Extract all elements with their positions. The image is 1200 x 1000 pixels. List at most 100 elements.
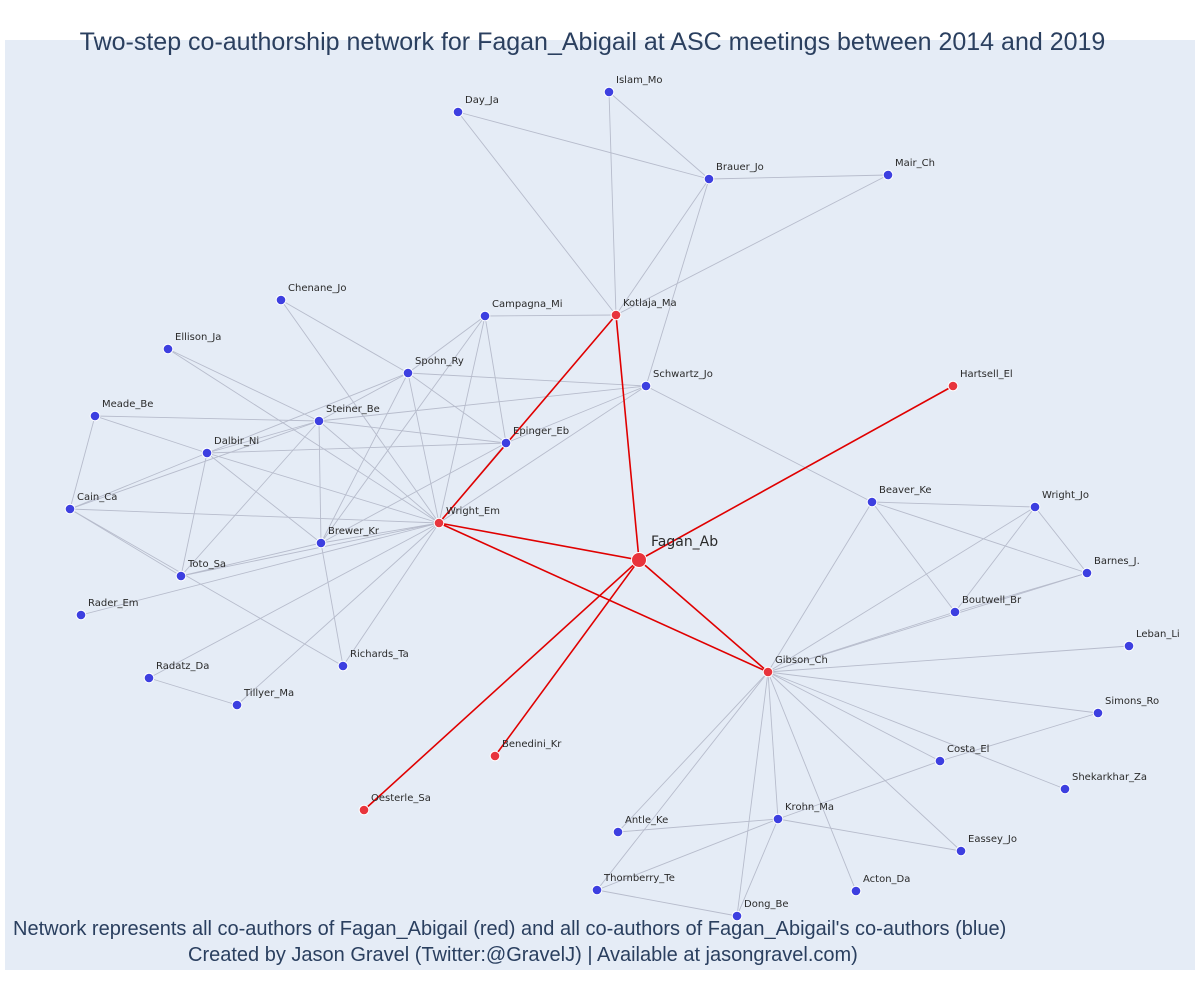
node-Hartsell_El[interactable]	[947, 380, 959, 392]
node-Kotlaja_Ma[interactable]	[610, 309, 622, 321]
node-label-Tillyer_Ma: Tillyer_Ma	[243, 688, 294, 699]
node-Richards_Ta[interactable]	[337, 660, 349, 672]
node-label-Kotlaja_Ma: Kotlaja_Ma	[623, 298, 677, 309]
node-Tillyer_Ma[interactable]	[231, 699, 243, 711]
edge-Gibson_Ch-Dong_Be	[736, 671, 769, 917]
node-label-Fagan_Ab: Fagan_Ab	[651, 534, 718, 550]
edge-Spohn_Ry-Epinger_Eb	[407, 372, 507, 444]
node-Epinger_Eb[interactable]	[500, 437, 512, 449]
edge-Spohn_Ry-Steiner_Be	[318, 372, 409, 422]
edge-Rader_Em-Wright_Em	[80, 522, 440, 616]
edge-Chenane_Jo-Wright_Em	[280, 299, 440, 524]
edge-Spohn_Ry-Wright_Em	[407, 372, 440, 524]
node-Eassey_Jo[interactable]	[955, 845, 967, 857]
node-Leban_Li[interactable]	[1123, 640, 1135, 652]
edge-Cain_Ca-Wright_Em	[69, 508, 440, 524]
node-Meade_Be[interactable]	[89, 410, 101, 422]
node-Thornberry_Te[interactable]	[591, 884, 603, 896]
node-Costa_El[interactable]	[934, 755, 946, 767]
edge-Campagna_Mi-Epinger_Eb	[484, 315, 507, 444]
edge-Islam_Mo-Brauer_Jo	[608, 91, 710, 180]
node-Schwartz_Jo[interactable]	[640, 380, 652, 392]
edge-Campagna_Mi-Wright_Em	[438, 315, 486, 524]
node-Krohn_Ma[interactable]	[772, 813, 784, 825]
edge-Wright_Jo-Boutwell_Br	[954, 506, 1036, 613]
node-label-Steiner_Be: Steiner_Be	[326, 404, 380, 415]
node-label-Boutwell_Br: Boutwell_Br	[962, 595, 1022, 606]
node-label-Hartsell_El: Hartsell_El	[960, 369, 1013, 380]
edge-Gibson_Ch-Barnes_J.	[767, 572, 1088, 673]
edge-Kotlaja_Ma-Campagna_Mi	[484, 314, 617, 317]
edge-Fagan_Ab-Wright_Em	[438, 522, 640, 561]
node-label-Schwartz_Jo: Schwartz_Jo	[653, 369, 713, 380]
node-Ellison_Ja[interactable]	[162, 343, 174, 355]
edge-Ellison_Ja-Wright_Em	[167, 348, 440, 524]
edge-Fagan_Ab-Hartsell_El	[638, 385, 954, 561]
node-label-Campagna_Mi: Campagna_Mi	[492, 299, 563, 310]
node-Wright_Jo[interactable]	[1029, 501, 1041, 513]
node-Antle_Ke[interactable]	[612, 826, 624, 838]
node-label-Costa_El: Costa_El	[947, 744, 989, 755]
node-Brauer_Jo[interactable]	[703, 173, 715, 185]
node-label-Chenane_Jo: Chenane_Jo	[288, 283, 347, 294]
edge-Fagan_Ab-Kotlaja_Ma	[615, 314, 640, 561]
edge-Steiner_Be-Epinger_Eb	[318, 420, 507, 444]
edge-Kotlaja_Ma-Wright_Em	[438, 314, 617, 524]
node-Benedini_Kr[interactable]	[489, 750, 501, 762]
node-label-Islam_Mo: Islam_Mo	[616, 75, 663, 86]
node-Barnes_J.[interactable]	[1081, 567, 1093, 579]
node-Radatz_Da[interactable]	[143, 672, 155, 684]
node-Dong_Be[interactable]	[731, 910, 743, 922]
edge-Kotlaja_Ma-Mair_Ch	[615, 174, 889, 316]
node-Simons_Ro[interactable]	[1092, 707, 1104, 719]
node-Islam_Mo[interactable]	[603, 86, 615, 98]
node-label-Shekarkhar_Za: Shekarkhar_Za	[1072, 772, 1147, 783]
edge-Beaver_Ke-Boutwell_Br	[871, 501, 956, 613]
node-Gibson_Ch[interactable]	[762, 666, 774, 678]
node-Oesterle_Sa[interactable]	[358, 804, 370, 816]
edge-Gibson_Ch-Antle_Ke	[617, 671, 769, 833]
node-label-Toto_Sa: Toto_Sa	[187, 559, 226, 570]
node-Wright_Em[interactable]	[433, 517, 445, 529]
node-Mair_Ch[interactable]	[882, 169, 894, 181]
edge-Gibson_Ch-Leban_Li	[767, 645, 1130, 673]
edge-Krohn_Ma-Thornberry_Te	[596, 818, 779, 891]
node-label-Thornberry_Te: Thornberry_Te	[603, 873, 675, 884]
node-Chenane_Jo[interactable]	[275, 294, 287, 306]
node-label-Cain_Ca: Cain_Ca	[77, 492, 117, 503]
node-Brewer_Kr[interactable]	[315, 537, 327, 549]
chart-title: Two-step co-authorship network for Fagan…	[79, 28, 1106, 56]
node-Dalbir_Ni[interactable]	[201, 447, 213, 459]
edge-Gibson_Ch-Eassey_Jo	[767, 671, 962, 852]
edge-Dalbir_Ni-Toto_Sa	[180, 452, 208, 577]
node-Toto_Sa[interactable]	[175, 570, 187, 582]
node-Boutwell_Br[interactable]	[949, 606, 961, 618]
edge-Schwartz_Jo-Spohn_Ry	[407, 372, 647, 387]
edge-Dalbir_Ni-Epinger_Eb	[206, 442, 507, 454]
edge-Steiner_Be-Dalbir_Ni	[206, 420, 320, 454]
node-Spohn_Ry[interactable]	[402, 367, 414, 379]
edge-Gibson_Ch-Costa_El	[767, 671, 941, 762]
edge-Schwartz_Jo-Beaver_Ke	[645, 385, 873, 503]
node-Shekarkhar_Za[interactable]	[1059, 783, 1071, 795]
node-Acton_Da[interactable]	[850, 885, 862, 897]
edge-Gibson_Ch-Wright_Jo	[767, 506, 1036, 673]
node-Campagna_Mi[interactable]	[479, 310, 491, 322]
edge-Gibson_Ch-Acton_Da	[767, 671, 857, 892]
node-label-Leban_Li: Leban_Li	[1136, 629, 1180, 640]
node-Steiner_Be[interactable]	[313, 415, 325, 427]
node-label-Antle_Ke: Antle_Ke	[625, 815, 668, 826]
plot-background	[5, 40, 1195, 970]
node-label-Dong_Be: Dong_Be	[744, 899, 789, 910]
edge-Radatz_Da-Wright_Em	[148, 522, 440, 679]
node-Beaver_Ke[interactable]	[866, 496, 878, 508]
node-Day_Ja[interactable]	[452, 106, 464, 118]
edge-Fagan_Ab-Oesterle_Sa	[363, 559, 640, 811]
node-Cain_Ca[interactable]	[64, 503, 76, 515]
node-Rader_Em[interactable]	[75, 609, 87, 621]
edge-Campagna_Mi-Brewer_Kr	[320, 315, 486, 544]
edge-Wright_Em-Gibson_Ch	[438, 522, 769, 673]
node-Fagan_Ab[interactable]	[631, 552, 647, 568]
edge-Kotlaja_Ma-Day_Ja	[457, 111, 617, 316]
